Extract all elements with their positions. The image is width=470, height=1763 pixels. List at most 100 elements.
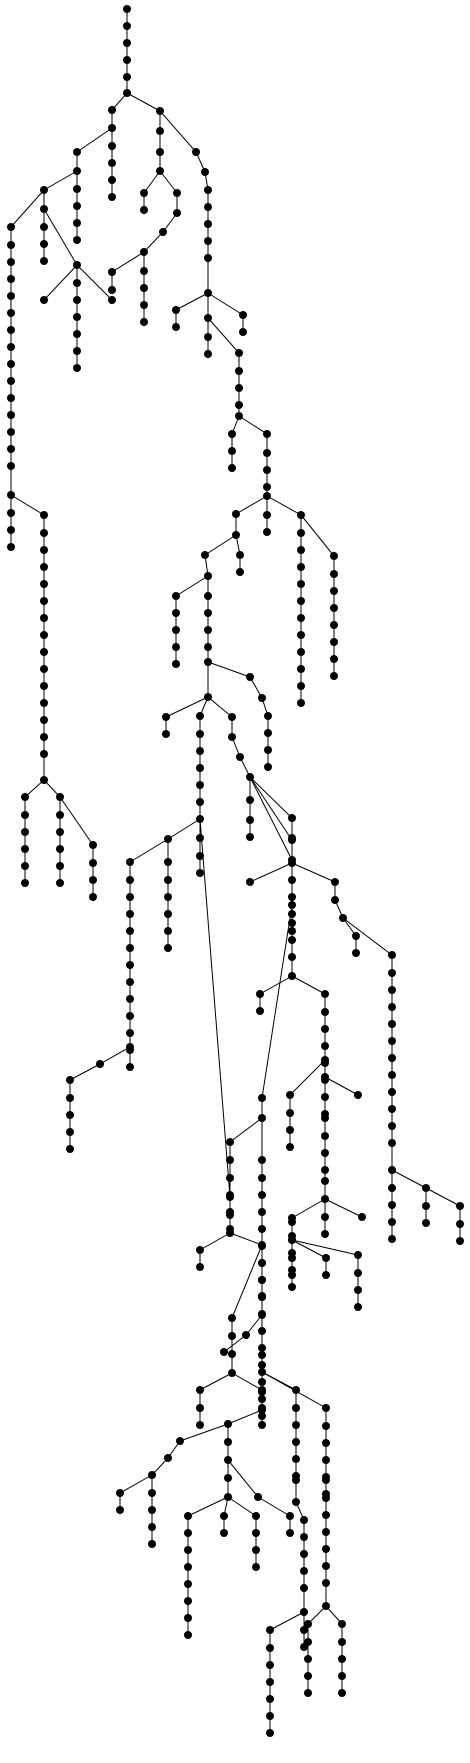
tree-node <box>7 223 15 231</box>
tree-node <box>108 286 116 294</box>
tree-node <box>40 511 48 519</box>
tree-node <box>239 311 247 319</box>
tree-node <box>288 972 296 980</box>
tree-node <box>228 430 236 438</box>
tree-node <box>338 1620 346 1628</box>
tree-node <box>140 318 148 326</box>
tree-node <box>258 1361 266 1369</box>
tree-node <box>252 1512 260 1520</box>
tree-node <box>162 713 170 721</box>
tree-node <box>7 377 15 385</box>
tree-node <box>354 1303 362 1311</box>
tree-node <box>258 1156 266 1164</box>
tree-node <box>7 394 15 402</box>
tree-node <box>196 1404 204 1412</box>
tree-node <box>204 289 212 297</box>
tree-node <box>304 1689 312 1697</box>
tree-node <box>172 660 180 668</box>
tree-edge <box>111 251 145 273</box>
tree-node <box>89 876 97 884</box>
tree-node <box>21 811 29 819</box>
tree-node <box>73 313 81 321</box>
tree-node <box>40 631 48 639</box>
tree-node <box>330 638 338 646</box>
tree-node <box>126 1012 134 1020</box>
tree-node <box>321 1073 329 1081</box>
tree-edge <box>227 1496 257 1517</box>
tree-edge <box>391 1169 427 1189</box>
tree-node <box>204 626 212 634</box>
tree-node <box>108 142 116 150</box>
tree-node <box>220 1512 228 1520</box>
tree-node <box>156 167 164 175</box>
tree-node <box>322 1254 330 1262</box>
tree-node <box>224 1420 232 1428</box>
tree-node <box>292 1438 300 1446</box>
tree-node <box>232 531 240 539</box>
tree-node <box>388 1122 396 1130</box>
tree-node <box>89 841 97 849</box>
tree-node <box>40 776 48 784</box>
tree-node <box>246 816 254 824</box>
tree-node <box>21 828 29 836</box>
tree-node <box>220 1348 228 1356</box>
tree-edge <box>238 415 268 435</box>
tree-node <box>258 1114 266 1122</box>
tree-node <box>300 1533 308 1541</box>
tree-edge <box>204 534 237 556</box>
tree-node <box>228 1314 236 1322</box>
tree-edge <box>207 317 240 354</box>
tree-node <box>126 876 134 884</box>
tree-node <box>228 1332 236 1340</box>
tree-node <box>56 845 64 853</box>
tree-node <box>140 284 148 292</box>
tree-node <box>156 127 164 135</box>
tree-node <box>266 1712 274 1720</box>
tree-node <box>164 858 172 866</box>
tree-node <box>235 412 243 420</box>
tree-edge <box>324 1076 359 1096</box>
tree-node <box>288 1254 296 1262</box>
tree-node <box>192 148 200 156</box>
tree-node <box>456 1220 464 1228</box>
tree-node <box>354 1269 362 1277</box>
tree-node <box>288 859 296 867</box>
tree-node <box>21 879 29 887</box>
tree-edge <box>59 796 94 846</box>
tree-node <box>258 1208 266 1216</box>
tree-node <box>56 879 64 887</box>
tree-node <box>388 1088 396 1096</box>
tree-edge <box>159 110 197 153</box>
tree-edge <box>199 1372 233 1391</box>
tree-edge <box>99 1046 131 1065</box>
tree-node <box>164 876 172 884</box>
tree-node <box>422 1184 430 1192</box>
tree-edge <box>249 776 293 841</box>
tree-node <box>288 1283 296 1291</box>
tree-node <box>236 568 244 576</box>
tree-node <box>204 572 212 580</box>
tree-edge <box>261 904 293 1099</box>
tree-node <box>304 1655 312 1663</box>
tree-node <box>354 1251 362 1259</box>
tree-node <box>123 39 131 47</box>
tree-node <box>108 176 116 184</box>
tree-node <box>164 927 172 935</box>
tree-node <box>264 729 272 737</box>
tree-edge <box>249 776 293 861</box>
tree-edge <box>187 1496 229 1517</box>
tree-node <box>264 763 272 771</box>
tree-node <box>258 1368 266 1376</box>
tree-node <box>263 483 271 491</box>
tree-node <box>173 209 181 217</box>
tree-node <box>252 1529 260 1537</box>
tree-node <box>288 927 296 935</box>
tree-node <box>331 896 339 904</box>
tree-node <box>226 1138 234 1146</box>
tree-node <box>321 1093 329 1101</box>
tree-node <box>73 185 81 193</box>
tree-node <box>226 1229 234 1237</box>
tree-node <box>321 990 329 998</box>
tree-node <box>204 203 212 211</box>
tree-node <box>338 1689 346 1697</box>
